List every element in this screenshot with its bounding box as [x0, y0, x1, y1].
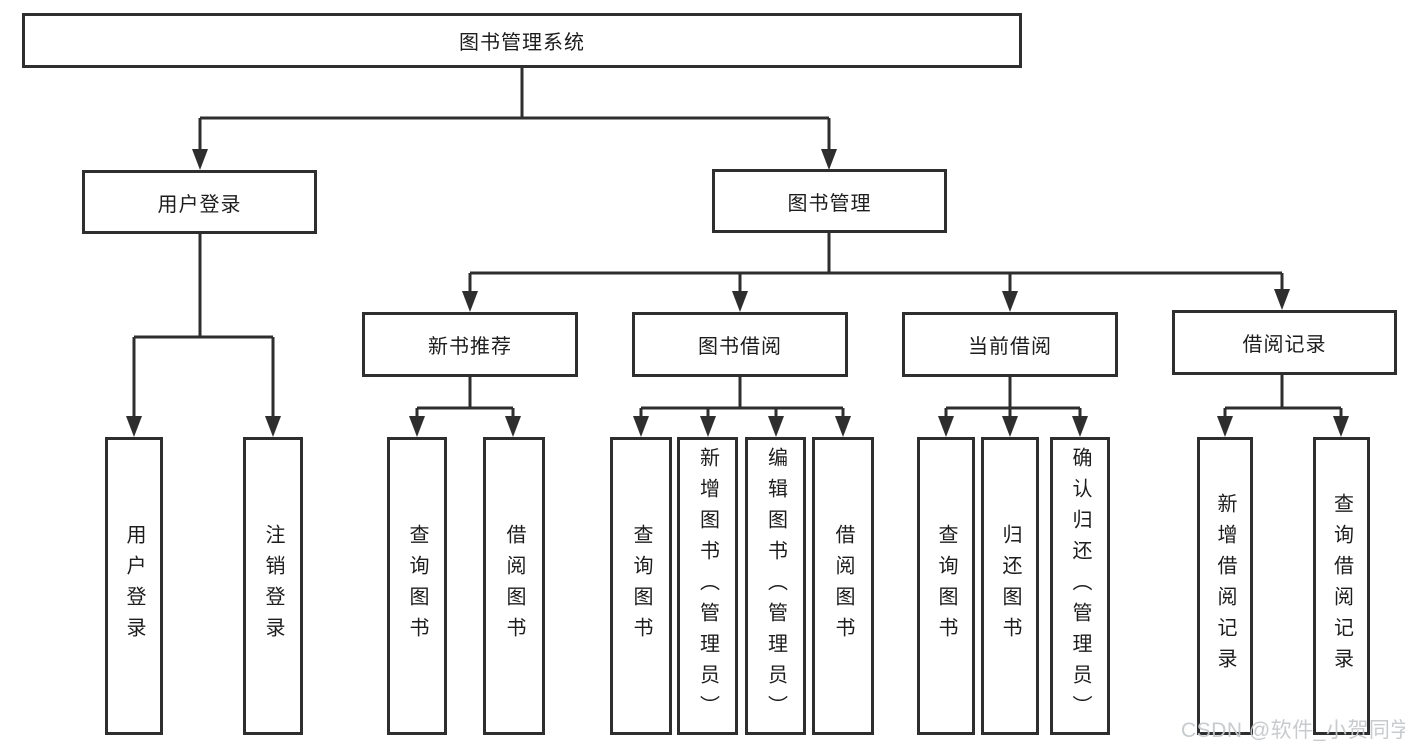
arrowheads [126, 149, 1349, 437]
leaf-user-login-label: 用户登录 [123, 524, 145, 648]
leaf-bb-borrow-books-label: 借阅图书 [832, 524, 854, 648]
leaf-bb-borrow-books: 借阅图书 [812, 437, 874, 735]
node-book-borrowing: 图书借阅 [632, 312, 848, 377]
leaf-cb-query-books-label: 查询图书 [935, 524, 957, 648]
leaf-rec-add-record-label: 新增借阅记录 [1214, 493, 1236, 679]
node-root-system: 图书管理系统 [22, 13, 1022, 68]
node-new-book-recommend: 新书推荐 [362, 312, 578, 377]
node-borrowing-records: 借阅记录 [1172, 310, 1397, 375]
leaf-user-login: 用户登录 [105, 437, 163, 735]
leaf-bb-add-books: 新增图书（管理员） [677, 437, 738, 735]
leaf-cb-return-books: 归还图书 [981, 437, 1039, 735]
leaf-cb-query-books: 查询图书 [917, 437, 975, 735]
leaf-nb-borrow-books-label: 借阅图书 [503, 524, 525, 648]
leaf-rec-add-record: 新增借阅记录 [1197, 437, 1253, 735]
leaf-bb-edit-books: 编辑图书（管理员） [745, 437, 806, 735]
leaf-rec-query-record-label: 查询借阅记录 [1330, 493, 1353, 679]
leaf-nb-query-books-label: 查询图书 [406, 524, 428, 648]
leaf-cb-confirm-return-label: 确认归还（管理员） [1069, 446, 1091, 726]
leaf-cb-return-books-label: 归还图书 [999, 524, 1021, 648]
leaf-nb-query-books: 查询图书 [387, 437, 447, 735]
node-user-login: 用户登录 [82, 170, 317, 234]
leaf-rec-query-record: 查询借阅记录 [1313, 437, 1370, 735]
node-book-management: 图书管理 [712, 169, 947, 233]
leaf-cb-confirm-return: 确认归还（管理员） [1050, 437, 1110, 735]
leaf-logout-label: 注销登录 [262, 524, 284, 648]
watermark: CSDN @软件_小贺同学 [1181, 719, 1405, 742]
leaf-nb-borrow-books: 借阅图书 [483, 437, 545, 735]
leaf-bb-query-books: 查询图书 [610, 437, 672, 735]
leaf-bb-query-books-label: 查询图书 [630, 524, 652, 648]
leaf-bb-edit-books-label: 编辑图书（管理员） [764, 446, 787, 726]
node-current-borrowing: 当前借阅 [902, 312, 1118, 377]
leaf-bb-add-books-label: 新增图书（管理员） [696, 446, 719, 726]
leaf-logout: 注销登录 [243, 437, 303, 735]
